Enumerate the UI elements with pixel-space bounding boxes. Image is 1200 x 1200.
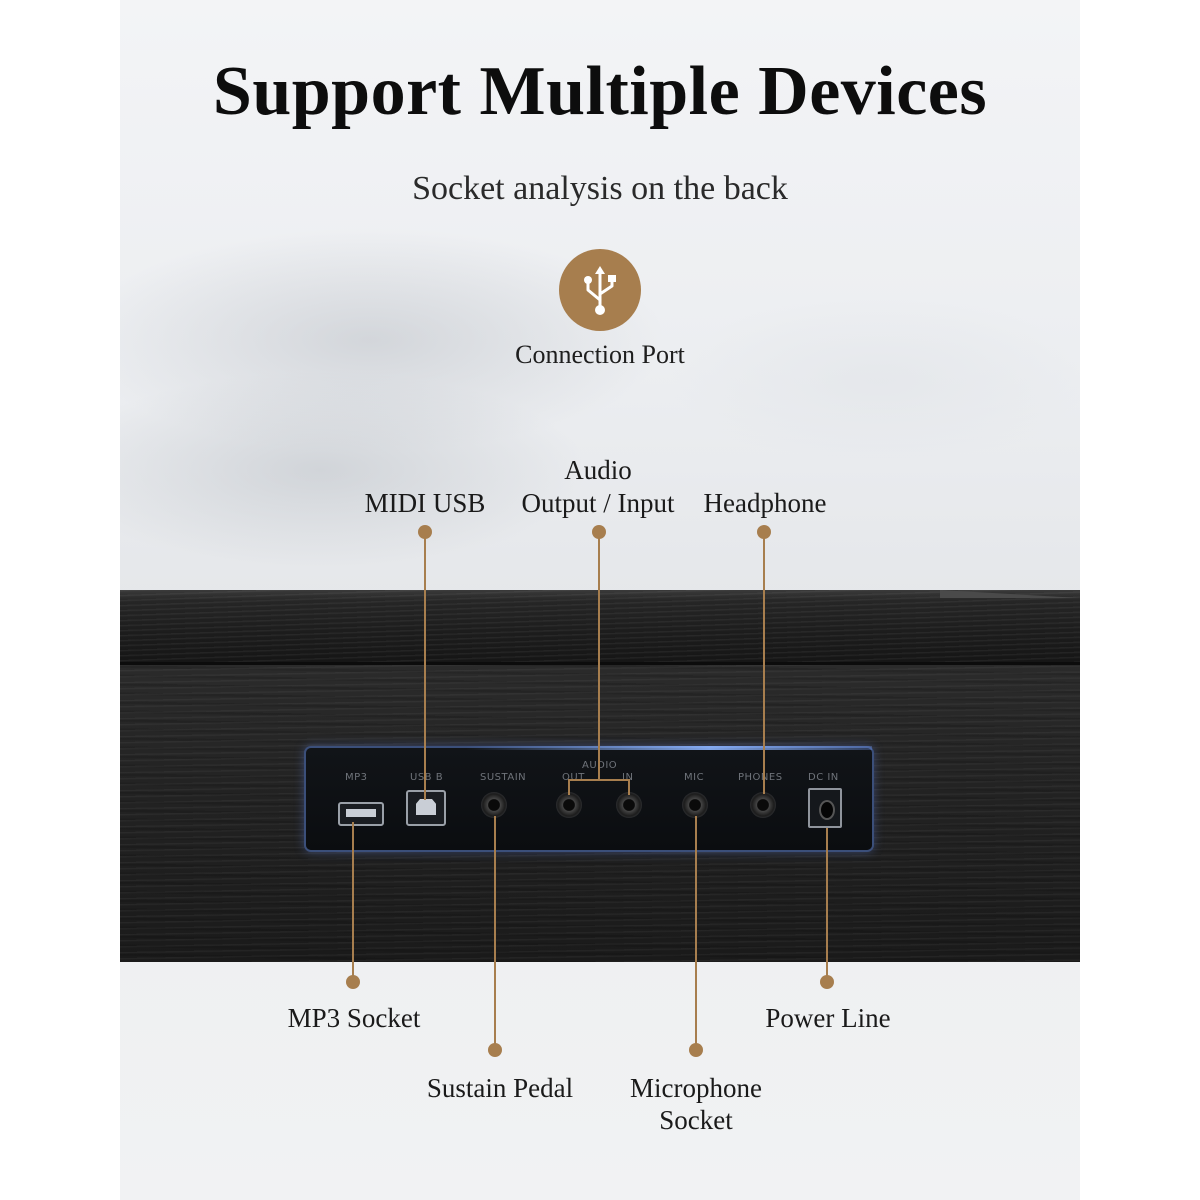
page-subtitle: Socket analysis on the back [412,170,788,207]
piano-top-edge [940,590,1080,598]
leader-microphone [695,816,697,1048]
callout-midi-usb: MIDI USB [364,488,486,518]
marking-mp3: MP3 [345,772,368,783]
callout-power-line: Power Line [765,1003,891,1033]
audio-out-jack [556,792,582,818]
page-title: Support Multiple Devices [212,53,988,130]
usb-icon [559,249,641,331]
leader-power [826,828,828,978]
callout-dot-microphone [689,1043,703,1057]
leader-audio [598,532,600,780]
leader-audio-out [568,779,570,795]
callout-microphone-socket: Socket [659,1105,733,1135]
sustain-jack [481,792,507,818]
phones-jack [750,792,776,818]
callout-dot-power [820,975,834,989]
callout-headphone: Headphone [703,488,827,518]
panel-seam [120,662,1080,665]
leader-sustain [494,816,496,1048]
marking-phones: PHONES [738,772,783,783]
callout-sustain-pedal: Sustain Pedal [426,1073,574,1103]
marking-mic: MIC [684,772,705,783]
marking-in: IN [622,772,634,783]
marking-out: OUT [562,772,585,783]
audio-in-jack [616,792,642,818]
mic-jack [682,792,708,818]
callout-microphone: Microphone [630,1073,762,1103]
marking-sustain: SUSTAIN [480,772,527,783]
leader-midi-usb [424,532,426,800]
callout-mp3-socket: MP3 Socket [287,1003,421,1033]
leader-headphone [763,532,765,794]
leader-mp3 [352,822,354,980]
power-socket [808,788,842,828]
callout-dot-mp3 [346,975,360,989]
marking-dc: DC IN [808,772,839,783]
marking-usb: USB B [410,772,444,783]
usb-symbol [584,266,616,315]
leader-audio-in [628,779,630,795]
callout-audio-subtitle: Output / Input [521,488,675,518]
callout-audio-title: Audio [564,455,632,485]
callout-dot-sustain [488,1043,502,1057]
piano-top-panel [120,590,1080,664]
connection-port-caption: Connection Port [515,340,685,369]
socket-panel [306,746,872,850]
mp3-usb-socket [338,802,384,826]
panel-light-edge [466,746,872,750]
leader-audio-split [568,779,630,781]
midi-usb-socket [406,790,446,826]
